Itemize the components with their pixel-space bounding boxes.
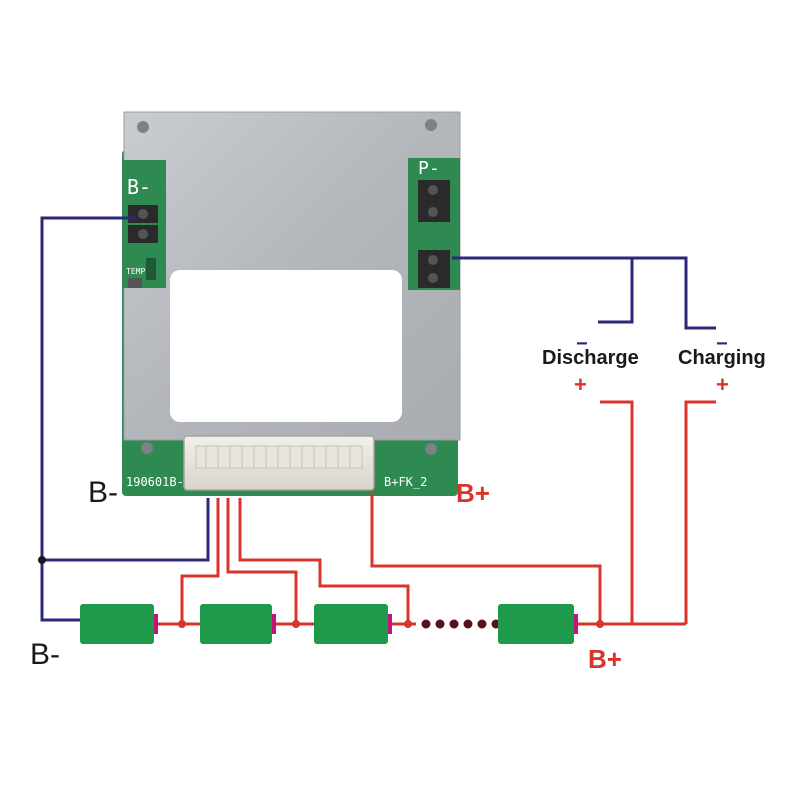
bms-board: B- P- TEMP 190601B- B+FK_2 — [122, 111, 461, 496]
screw-icon — [141, 442, 153, 454]
screw-icon — [425, 119, 437, 131]
pad-hole — [138, 209, 148, 219]
screw-icon — [425, 443, 437, 455]
silk-b-plus: B+FK_2 — [384, 475, 427, 489]
positive-wiring — [156, 400, 716, 626]
silk-temp: TEMP — [126, 267, 145, 276]
cell-chain-dots — [421, 619, 501, 629]
b-minus-bottom-label: B- — [30, 638, 60, 671]
pcb-cutout-left — [122, 160, 166, 288]
pad-hole — [428, 273, 438, 283]
battery-cell-2 — [200, 604, 276, 644]
pad-hole — [138, 229, 148, 239]
charging-label: Charging — [678, 347, 766, 369]
pad-hole — [428, 207, 438, 217]
junction-dot — [38, 556, 46, 564]
discharge-plus-sign: + — [574, 372, 587, 397]
b-minus-top-label: B- — [88, 476, 118, 509]
b-plus-top-label: B+ — [456, 478, 490, 508]
small-component — [146, 258, 156, 280]
negative-wiring — [40, 216, 716, 622]
balance-connector-slot — [195, 445, 363, 469]
blank-label-sticker — [170, 270, 402, 422]
b-plus-bottom-label: B+ — [588, 644, 622, 674]
silk-code: 190601B- — [126, 475, 184, 489]
screw-icon — [137, 121, 149, 133]
pad-hole — [428, 185, 438, 195]
silk-p-minus: P- — [418, 158, 440, 179]
battery-cell-3 — [314, 604, 392, 644]
connector-pins — [205, 446, 351, 468]
battery-cell-n — [498, 604, 578, 644]
pad-hole — [428, 255, 438, 265]
junction-dots — [178, 620, 604, 628]
charging-minus-sign: − — [716, 333, 728, 355]
discharge-label: Discharge — [542, 347, 639, 369]
battery-cell-1 — [80, 604, 158, 644]
temp-sensor — [128, 278, 142, 288]
silk-b-minus: B- — [127, 175, 151, 199]
charging-plus-sign: + — [716, 372, 729, 397]
battery-cells — [80, 604, 578, 644]
discharge-minus-sign: − — [576, 333, 588, 355]
